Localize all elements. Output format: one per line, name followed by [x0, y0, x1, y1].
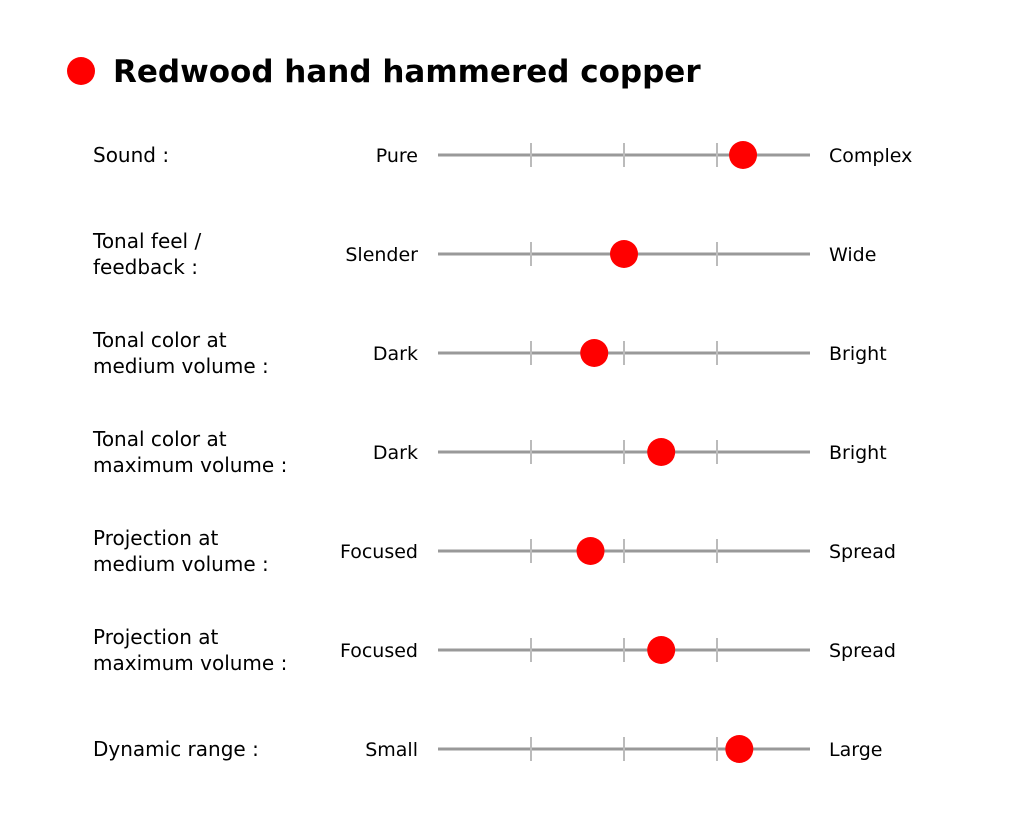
scale-left-label: Focused	[340, 541, 418, 563]
scale-right-label: Large	[829, 739, 882, 761]
scale-left-label: Dark	[373, 442, 418, 464]
rating-marker	[610, 240, 638, 268]
rating-marker	[580, 339, 609, 367]
rating-row: Sound : Pure Complex	[93, 141, 912, 169]
chart-header: Redwood hand hammered copper	[67, 54, 701, 90]
scale-right-label: Wide	[829, 244, 876, 266]
row-label-line: Tonal color at	[92, 427, 227, 451]
row-label: Sound :	[93, 143, 169, 167]
rating-marker	[647, 438, 676, 466]
row-label-line: Tonal color at	[92, 328, 227, 352]
row-label-line: maximum volume :	[93, 651, 287, 675]
scale-right-label: Spread	[829, 541, 896, 563]
scale-right-label: Bright	[829, 343, 887, 365]
row-label-line: Dynamic range :	[93, 737, 259, 761]
title-marker-dot	[67, 57, 95, 85]
rating-row: Dynamic range : Small Large	[93, 735, 882, 763]
row-label-line: Sound :	[93, 143, 169, 167]
scale-right-label: Complex	[829, 145, 912, 167]
row-label-line: maximum volume :	[93, 453, 287, 477]
scale-right-label: Spread	[829, 640, 896, 662]
scale-left-label: Slender	[345, 244, 418, 266]
row-label-line: Projection at	[93, 526, 219, 550]
rating-row: Tonal feel /feedback : Slender Wide	[92, 229, 876, 279]
row-label: Tonal feel /feedback :	[92, 229, 201, 279]
scale-left-label: Small	[365, 739, 418, 761]
rating-marker	[647, 636, 676, 664]
scale-left-label: Dark	[373, 343, 418, 365]
row-label-line: Projection at	[93, 625, 219, 649]
row-label: Dynamic range :	[93, 737, 259, 761]
rating-marker	[725, 735, 754, 763]
chart-title: Redwood hand hammered copper	[113, 54, 701, 90]
scale-left-label: Pure	[376, 145, 418, 167]
row-label-line: medium volume :	[93, 354, 269, 378]
row-label-line: medium volume :	[93, 552, 269, 576]
row-label-line: Tonal feel /	[92, 229, 201, 253]
rating-marker	[576, 537, 605, 565]
scale-right-label: Bright	[829, 442, 887, 464]
rating-marker	[729, 141, 758, 169]
row-label-line: feedback :	[93, 255, 198, 279]
scale-left-label: Focused	[340, 640, 418, 662]
